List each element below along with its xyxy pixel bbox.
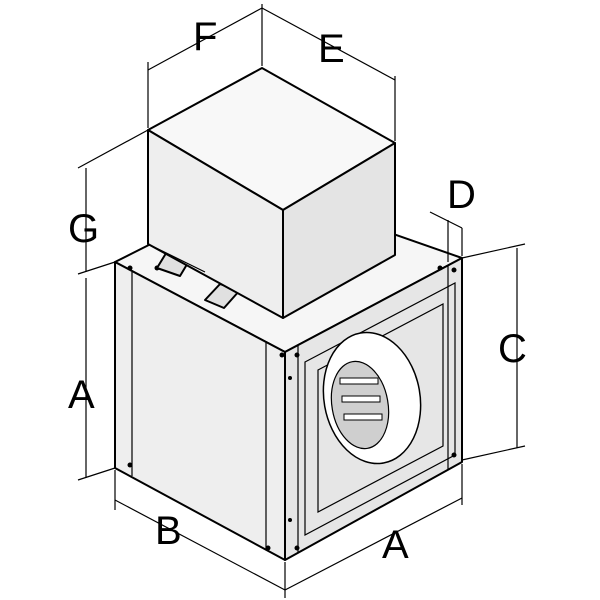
label-A-left: A (68, 373, 95, 417)
label-A-bottom: A (382, 523, 409, 567)
label-G: G (68, 207, 99, 251)
cabinet (114, 187, 463, 561)
motor-cover-right (282, 142, 396, 319)
label-B: B (155, 509, 182, 553)
label-F: F (193, 15, 217, 59)
label-D: D (447, 173, 476, 217)
label-C: C (498, 327, 527, 371)
dimension-lines (77, 4, 526, 598)
label-E: E (318, 27, 345, 71)
motor-cover (147, 67, 396, 319)
